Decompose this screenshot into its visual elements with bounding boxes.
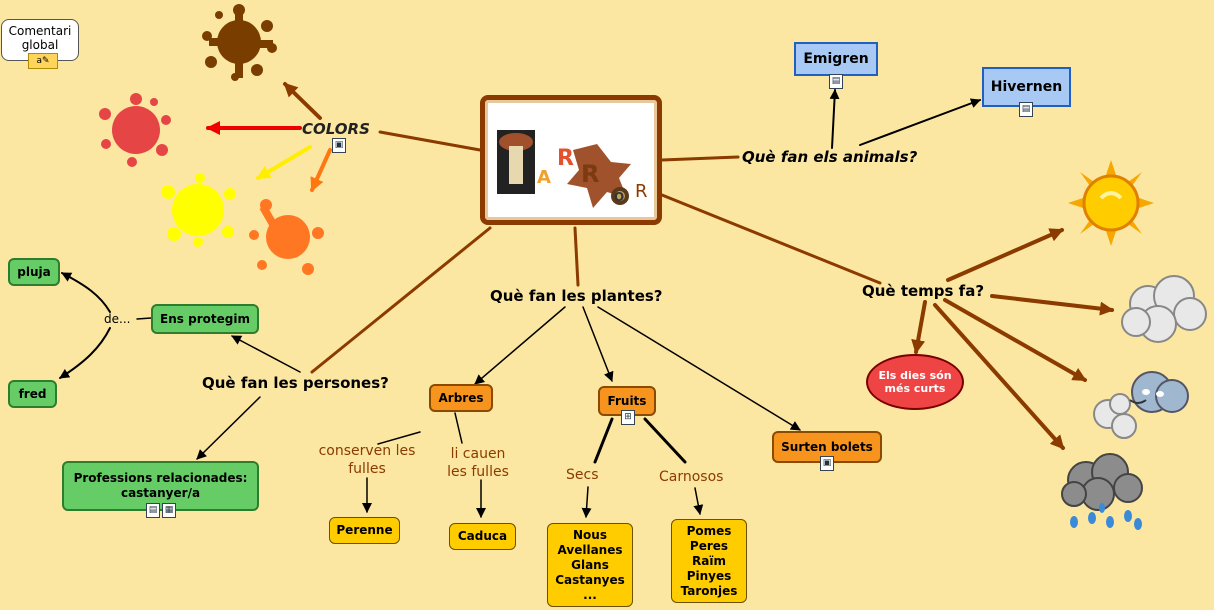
de-label: de...	[104, 312, 131, 326]
list-item: Pinyes	[686, 568, 732, 583]
center-letter-r2: R	[581, 160, 599, 188]
document-icon[interactable]: ▤	[829, 74, 843, 89]
list-item: Peres	[689, 538, 729, 553]
list-item: ...	[583, 587, 597, 602]
notes-icon[interactable]: a✎	[28, 53, 58, 69]
secs-fruits-list: Nous Avellanes Glans Castanyes ...	[547, 523, 633, 607]
comment-line-1: Comentari	[8, 24, 72, 38]
list-item: Nous	[573, 527, 607, 542]
center-letter-r3: R	[635, 181, 648, 202]
pluja-node[interactable]: pluja	[8, 258, 60, 286]
colors-label: COLORS	[302, 120, 370, 138]
yellow-paint-splash	[161, 173, 236, 247]
sun-icon	[1068, 160, 1154, 246]
brown-paint-splash	[202, 4, 277, 81]
plantes-question: Què fan les plantes?	[490, 287, 663, 305]
central-concept-image[interactable]: A R R O R	[480, 95, 662, 225]
hivernen-node[interactable]: Hivernen	[982, 67, 1071, 107]
document-icon[interactable]: ▤	[146, 503, 160, 518]
ens-protegim-node[interactable]: Ens protegim	[151, 304, 259, 334]
orange-paint-splash	[249, 199, 324, 275]
image-icon[interactable]: ▣	[820, 456, 834, 471]
arbres-node[interactable]: Arbres	[429, 384, 493, 412]
comment-line-2: global	[21, 38, 59, 52]
caduca-node[interactable]: Caduca	[449, 523, 516, 550]
list-item: Taronjes	[680, 583, 738, 598]
cauen-fulles-label: li cauen les fulles	[447, 446, 509, 480]
document-icon[interactable]: ▤	[1019, 102, 1033, 117]
video-icon[interactable]: ▦	[162, 503, 176, 518]
carnosos-label: Carnosos	[659, 469, 724, 485]
list-item: Avellanes	[557, 542, 623, 557]
global-comment-note[interactable]: Comentari global a✎	[1, 19, 79, 69]
temps-question: Què temps fa?	[862, 282, 985, 300]
image-icon[interactable]: ▣	[332, 138, 346, 153]
rain-cloud-icon	[1061, 453, 1143, 530]
cloud-icon	[1121, 275, 1207, 343]
list-item: Castanyes	[555, 572, 625, 587]
professions-node[interactable]: Professions relacionades: castanyer/a	[62, 461, 259, 511]
list-item: Raïm	[692, 553, 726, 568]
persones-question: Què fan les persones?	[202, 374, 389, 392]
secs-label: Secs	[566, 467, 599, 483]
emigren-node[interactable]: Emigren	[794, 42, 878, 76]
dies-mes-curts-node[interactable]: Els dies són més curts	[866, 354, 964, 410]
wind-icon	[1093, 371, 1189, 439]
center-letter-a: A	[537, 167, 551, 188]
animals-question: Què fan els animals?	[742, 148, 918, 166]
center-letter-r1: R	[557, 146, 574, 171]
fred-node[interactable]: fred	[8, 380, 57, 408]
list-item: Glans	[571, 557, 609, 572]
fruits-node[interactable]: Fruits	[598, 386, 656, 416]
tardor-image: A R R O R	[497, 130, 648, 208]
carnosos-fruits-list: Pomes Peres Raïm Pinyes Taronjes	[671, 519, 747, 603]
sitemap-icon[interactable]: ⊞	[621, 410, 635, 425]
perenne-node[interactable]: Perenne	[329, 517, 400, 544]
red-paint-splash	[99, 93, 171, 167]
list-item: Pomes	[686, 523, 732, 538]
center-letter-o: O	[614, 190, 624, 204]
conserven-fulles-label: conserven les fulles	[318, 443, 416, 477]
